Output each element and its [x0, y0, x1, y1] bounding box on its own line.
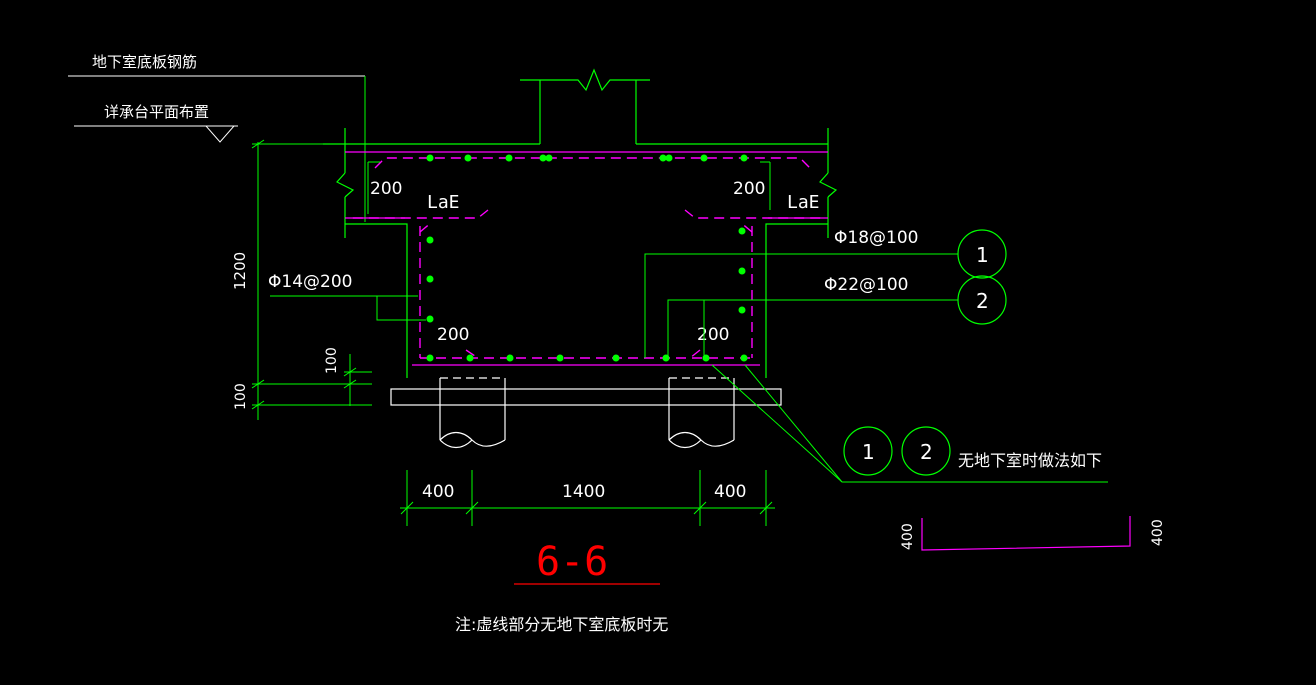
- vertical-dimensions: [251, 139, 372, 420]
- label-rebar-phi14: Φ14@200: [268, 272, 352, 292]
- marker-2[interactable]: 2: [957, 275, 1007, 325]
- rebar-dot: [738, 267, 746, 275]
- cushion-slab: [390, 388, 782, 406]
- marker-2b[interactable]: 2: [901, 426, 951, 476]
- rebar-cage-dashed: [348, 157, 826, 359]
- rebar-dot: [740, 354, 748, 362]
- section-title: 6-6: [536, 539, 608, 585]
- label-lae-right: LaE: [787, 192, 820, 213]
- detail-dim-400-left: 400: [900, 523, 916, 550]
- dim-1400: 1400: [562, 482, 605, 502]
- rebar-dot: [426, 154, 434, 162]
- rebar-dot: [426, 236, 434, 244]
- anchorage-ticks: [367, 161, 771, 214]
- label-no-basement-method: 无地下室时做法如下: [958, 451, 1102, 470]
- dim-1200: 1200: [231, 252, 249, 290]
- rebar-dot: [612, 354, 620, 362]
- marker-1-label: 1: [976, 243, 989, 267]
- label-basement-slab-rebar: 地下室底板钢筋: [92, 53, 197, 71]
- dim-100-a: 100: [324, 347, 340, 374]
- rebar-dot: [665, 154, 673, 162]
- detail-dim-400-right: 400: [1150, 519, 1166, 546]
- detail-bracket: [921, 516, 1131, 551]
- dim-100-b: 100: [233, 383, 249, 410]
- rebar-dot: [738, 227, 746, 235]
- marker-2b-label: 2: [920, 440, 933, 464]
- column-stub: [520, 68, 650, 144]
- marker-1[interactable]: 1: [957, 229, 1007, 279]
- rebar-dot: [426, 354, 434, 362]
- label-rebar-phi18: Φ18@100: [834, 228, 918, 248]
- rebar-dot: [539, 154, 547, 162]
- pile-cap-outline: [323, 128, 838, 378]
- rebar-leaders-right: [644, 253, 958, 358]
- pile-left: [439, 377, 506, 449]
- marker-1b[interactable]: 1: [843, 426, 893, 476]
- rebar-dot: [505, 154, 513, 162]
- rebar-dot: [700, 154, 708, 162]
- horizontal-dimensions: [400, 470, 775, 526]
- dim-400-left: 400: [422, 482, 454, 502]
- note-text: 注:虚线部分无地下室底板时无: [455, 615, 668, 634]
- marker-2-label: 2: [976, 289, 989, 313]
- label-see-pile-cap-layout: 详承台平面布置: [104, 103, 209, 121]
- dim-400-right: 400: [714, 482, 746, 502]
- rebar-dot: [738, 306, 746, 314]
- top-left-leaders: [68, 75, 365, 143]
- dim-200-bottom-left: 200: [437, 325, 469, 345]
- dim-200-bottom-right: 200: [697, 325, 729, 345]
- rebar-dot: [506, 354, 514, 362]
- rebar-dot: [426, 275, 434, 283]
- rebar-dots: [426, 154, 748, 362]
- no-basement-leaders: [711, 364, 1108, 483]
- pile-right: [668, 377, 735, 449]
- rebar-dot: [464, 154, 472, 162]
- dim-200-top-left: 200: [370, 179, 402, 199]
- rebar-dot: [659, 154, 667, 162]
- dim-200-top-right: 200: [733, 179, 765, 199]
- rebar-dot: [740, 154, 748, 162]
- rebar-leader-left: [270, 295, 426, 321]
- label-rebar-phi22: Φ22@100: [824, 275, 908, 295]
- rebar-dot: [426, 315, 434, 323]
- marker-1b-label: 1: [862, 440, 875, 464]
- rebar-dot: [556, 354, 564, 362]
- label-lae-left: LaE: [427, 192, 460, 213]
- rebar-dot: [545, 154, 553, 162]
- rebar-dot: [466, 354, 474, 362]
